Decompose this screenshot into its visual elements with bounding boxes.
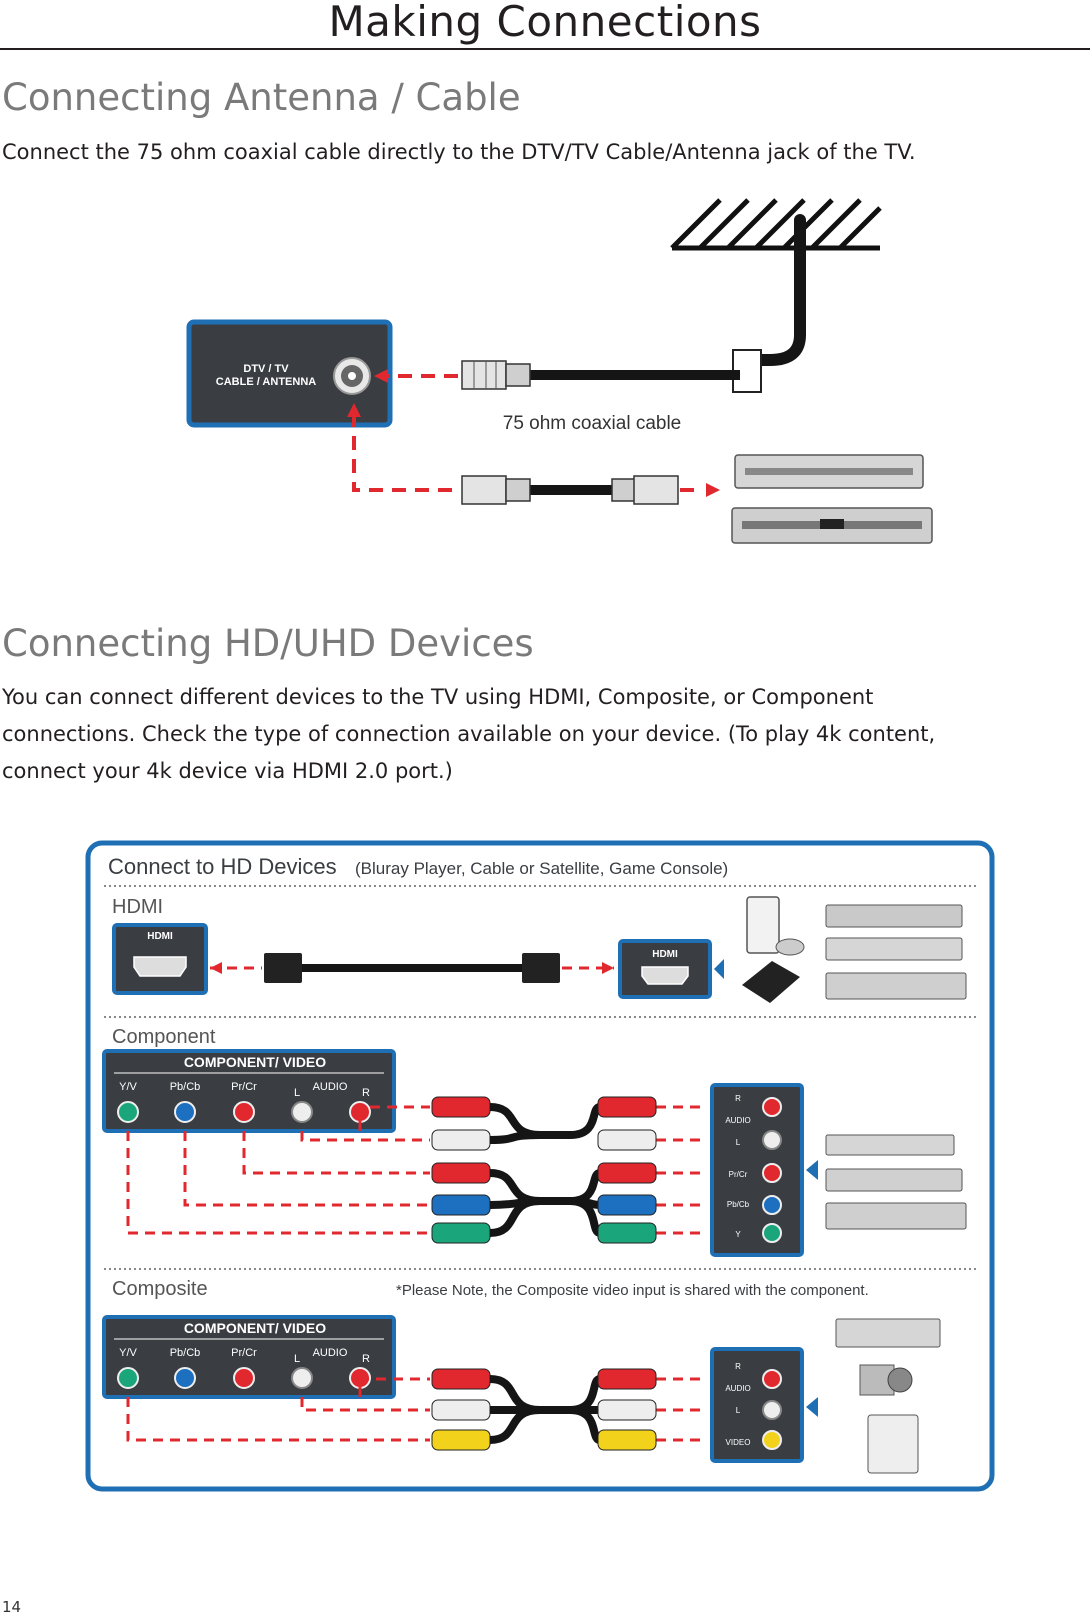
component-panel-title: COMPONENT/ VIDEO: [184, 1054, 326, 1070]
hd-description-line-3: connect your 4k device via HDMI 2.0 port…: [2, 759, 453, 783]
dev-compo-label-audio: AUDIO: [725, 1384, 750, 1393]
hdmi-plug-right: [522, 953, 560, 983]
audio-left-label: L: [294, 1087, 300, 1099]
composite-label: Composite: [112, 1278, 208, 1300]
game-console-icon: [742, 896, 805, 1003]
dev-comp-label-pb: Pb/Cb: [727, 1200, 750, 1209]
composite-cable-right: [597, 1368, 657, 1451]
dev-compo-label-r: R: [735, 1362, 741, 1371]
dev-comp-label-r: R: [735, 1094, 741, 1103]
composite-note: *Please Note, the Composite video input …: [396, 1282, 869, 1299]
coax-connector: [461, 360, 531, 390]
cport-label-y: Y/V: [119, 1347, 137, 1359]
port-green: [117, 1101, 139, 1123]
composite-cable-left: [431, 1368, 491, 1451]
tv-antenna-panel: [186, 319, 393, 428]
cport-label-pb: Pb/Cb: [170, 1347, 201, 1359]
port-label-pb: Pb/Cb: [170, 1081, 201, 1093]
arrow-up: [347, 403, 361, 417]
set-top-box-icon: [731, 454, 933, 544]
antenna-icon: [670, 198, 882, 251]
composite-panel-title: COMPONENT/ VIDEO: [184, 1320, 326, 1336]
arrow-to-box: [706, 483, 720, 497]
port-red: [233, 1101, 255, 1123]
hd-devices-diagram: Connect to HD Devices (Bluray Player, Ca…: [85, 840, 995, 1492]
page-number: 14: [2, 1598, 22, 1616]
antenna-heading: Connecting Antenna / Cable: [2, 76, 521, 119]
component-device-icons: [825, 1134, 967, 1230]
coax-connector-2: [461, 475, 531, 505]
hdmi-label: HDMI: [112, 896, 163, 918]
hdmi-port-icon: [133, 956, 187, 977]
port-blue: [174, 1101, 196, 1123]
dev-compo-label-video: VIDEO: [726, 1438, 751, 1447]
diagram-title: Connect to HD Devices: [108, 854, 337, 879]
cable-label: 75 ohm coaxial cable: [503, 413, 682, 434]
hdmi-plug-left: [264, 953, 302, 983]
dev-comp-label-l: L: [736, 1138, 741, 1147]
composite-device-icons: [835, 1318, 941, 1474]
hd-description-line-2: connections. Check the type of connectio…: [2, 722, 936, 746]
hd-heading: Connecting HD/UHD Devices: [2, 622, 534, 665]
port-white: [291, 1101, 313, 1123]
dev-comp-label-y: Y: [735, 1230, 741, 1239]
port-label-audio: AUDIO: [313, 1081, 348, 1093]
diagram-subtitle: (Bluray Player, Cable or Satellite, Game…: [355, 859, 728, 878]
cport-label-pr: Pr/Cr: [231, 1347, 257, 1359]
arrow-to-jack: [374, 369, 388, 383]
hdmi-port-label: HDMI: [147, 931, 173, 942]
antenna-diagram: DTV / TV CABLE / ANTENNA 75 ohm coaxial …: [186, 198, 933, 544]
dev-comp-label-pr: Pr/Cr: [729, 1170, 748, 1179]
device-hdmi-port-label: HDMI: [652, 949, 678, 960]
dev-comp-label-audio: AUDIO: [725, 1116, 750, 1125]
dev-compo-label-l: L: [736, 1406, 741, 1415]
coax-connector-3: [611, 475, 679, 505]
component-cable-left: [431, 1096, 491, 1244]
component-label: Component: [112, 1026, 216, 1048]
jack-label-2: CABLE / ANTENNA: [216, 376, 316, 388]
antenna-description: Connect the 75 ohm coaxial cable directl…: [2, 140, 916, 164]
audio-right-label: R: [362, 1087, 370, 1099]
port-label-pr: Pr/Cr: [231, 1081, 257, 1093]
port-label-y: Y/V: [119, 1081, 137, 1093]
jack-label-1: DTV / TV: [243, 363, 289, 375]
caudio-left-label: L: [294, 1353, 300, 1365]
media-player-icons: [825, 904, 967, 1000]
cport-label-audio: AUDIO: [313, 1347, 348, 1359]
device-component-panel: [710, 1083, 804, 1257]
component-cable-right: [597, 1096, 657, 1244]
hd-description-line-1: You can connect different devices to the…: [2, 685, 874, 709]
title-divider: [0, 48, 1090, 50]
caudio-right-label: R: [362, 1353, 370, 1365]
page-title: Making Connections: [328, 0, 762, 46]
